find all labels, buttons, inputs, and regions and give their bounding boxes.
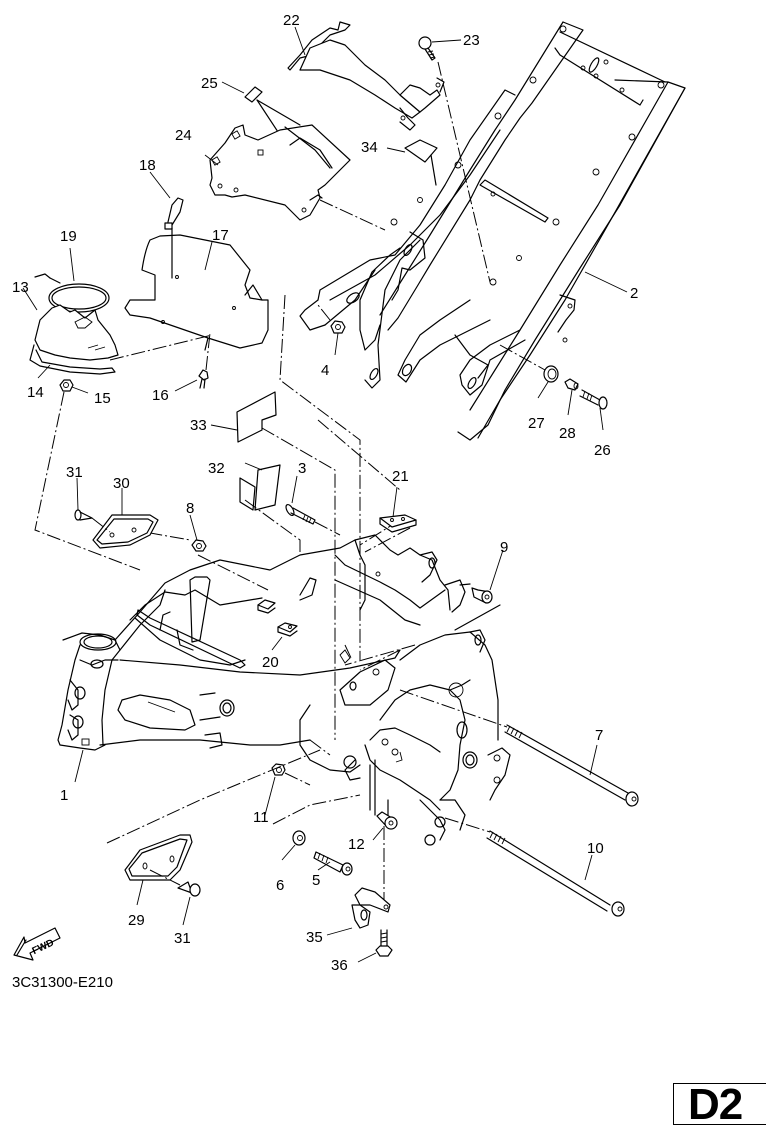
callout-31-upper: 31 bbox=[66, 464, 83, 481]
page-marker: D2 bbox=[688, 1080, 743, 1129]
drawing-code: 3C31300-E210 bbox=[12, 974, 113, 991]
callout-5: 5 bbox=[312, 872, 320, 889]
callout-7: 7 bbox=[595, 727, 603, 744]
damper-part-32 bbox=[239, 464, 281, 511]
bolt-part-26 bbox=[579, 389, 608, 410]
callout-8: 8 bbox=[186, 500, 194, 517]
forward-arrow-icon: FWD bbox=[13, 927, 61, 961]
callout-10: 10 bbox=[587, 840, 604, 857]
leader-dash bbox=[109, 334, 213, 361]
callout-29: 29 bbox=[128, 912, 145, 929]
bracket-part-22 bbox=[287, 21, 445, 131]
callout-27: 27 bbox=[528, 415, 545, 432]
callout-12: 12 bbox=[348, 836, 365, 853]
fwd-label: FWD bbox=[31, 937, 56, 957]
holder-part-21 bbox=[364, 514, 417, 553]
callout-13: 13 bbox=[12, 279, 29, 296]
callout-6: 6 bbox=[276, 877, 284, 894]
collar-bolt-part-9 bbox=[454, 583, 501, 631]
callout-2: 2 bbox=[630, 285, 638, 302]
callout-26: 26 bbox=[594, 442, 611, 459]
callout-34: 34 bbox=[361, 139, 378, 156]
band-part-19 bbox=[34, 273, 110, 313]
callout-32: 32 bbox=[208, 460, 225, 477]
callout-3: 3 bbox=[298, 460, 306, 477]
nut-part-15 bbox=[59, 379, 74, 392]
callout-20: 20 bbox=[262, 654, 279, 671]
rear-frame-part bbox=[299, 21, 686, 441]
washer-part-6 bbox=[292, 830, 306, 846]
screw-part-23 bbox=[418, 36, 436, 61]
bolt-part-3 bbox=[285, 503, 341, 536]
callout-36: 36 bbox=[331, 957, 348, 974]
callout-21: 21 bbox=[392, 468, 409, 485]
guide-lines bbox=[104, 294, 401, 740]
screw-part-31-upper bbox=[74, 509, 111, 533]
callout-14: 14 bbox=[27, 384, 44, 401]
callout-22: 22 bbox=[283, 12, 300, 29]
callout-17: 17 bbox=[212, 227, 229, 244]
leader-dash bbox=[106, 749, 321, 844]
callout-24: 24 bbox=[175, 127, 192, 144]
plate-part-20 bbox=[257, 577, 317, 637]
callout-11: 11 bbox=[253, 809, 269, 826]
long-bolt-part-10 bbox=[444, 817, 625, 917]
callout-30: 30 bbox=[113, 475, 130, 492]
callout-23: 23 bbox=[463, 32, 480, 49]
leader-dash bbox=[34, 391, 141, 571]
tray-part-24 bbox=[209, 124, 386, 231]
bolt-part-5 bbox=[313, 851, 353, 876]
callout-1: 1 bbox=[60, 787, 68, 804]
nut-part-8 bbox=[191, 539, 207, 552]
long-bolt-part-7 bbox=[399, 689, 639, 807]
nut-part-4 bbox=[317, 304, 346, 334]
callout-16: 16 bbox=[152, 387, 169, 404]
grommet-part-27 bbox=[499, 344, 559, 383]
damper-part-34 bbox=[404, 139, 438, 186]
callout-33: 33 bbox=[190, 417, 207, 434]
cover-part-29 bbox=[124, 834, 193, 881]
nut-part-11 bbox=[271, 763, 311, 786]
cover-part-30 bbox=[92, 514, 159, 549]
callout-labels: 1 2 3 4 5 6 7 8 9 10 11 12 13 14 15 16 1… bbox=[12, 12, 638, 974]
screw-part-31-lower bbox=[149, 869, 201, 897]
guard-part-13 bbox=[34, 304, 119, 361]
callout-28: 28 bbox=[559, 425, 576, 442]
callout-19: 19 bbox=[60, 228, 77, 245]
damper-part-33 bbox=[236, 391, 277, 443]
rivet-part-16 bbox=[198, 332, 211, 389]
cover-part-17 bbox=[124, 234, 269, 351]
page-marker-box: D2 bbox=[673, 1080, 766, 1129]
callout-35: 35 bbox=[306, 929, 323, 946]
callout-4: 4 bbox=[321, 362, 329, 379]
bolt-part-36 bbox=[375, 929, 393, 957]
leader-lines bbox=[22, 26, 628, 963]
bracket-part-35 bbox=[351, 887, 391, 929]
callout-18: 18 bbox=[139, 157, 156, 174]
collar-part-28 bbox=[564, 378, 579, 391]
damper-part-25 bbox=[244, 86, 301, 136]
callout-31-lower: 31 bbox=[174, 930, 191, 947]
collar-part-12 bbox=[376, 811, 398, 830]
leader-dash bbox=[272, 794, 361, 825]
callout-25: 25 bbox=[201, 75, 218, 92]
main-frame-part bbox=[57, 534, 511, 846]
callout-9: 9 bbox=[500, 539, 508, 556]
damper-part-14 bbox=[29, 344, 116, 375]
clamp-part-18 bbox=[164, 197, 184, 279]
callout-15: 15 bbox=[94, 390, 111, 407]
